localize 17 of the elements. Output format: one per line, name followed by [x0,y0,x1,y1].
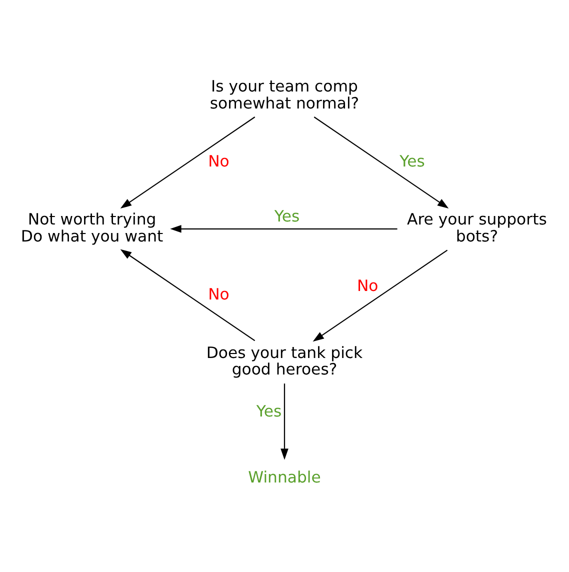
node-text: Are your supports bots? [407,209,547,245]
node-text: Does your tank pick good heroes? [206,342,363,378]
arrow [120,116,256,208]
node-text: Winnable [248,467,321,486]
edge-label: Yes [274,206,300,225]
edge-label: No [208,150,230,170]
node-text: Is your team comp somewhat normal? [210,76,360,112]
arrow [120,248,256,341]
edge-label: Yes [400,150,425,170]
arrow [280,383,288,460]
arrow [170,224,398,232]
edge-label: No [356,276,378,295]
edge-label: Yes [256,401,282,420]
arrow [312,249,448,342]
edge-label: No [208,284,230,304]
node-text: Not worth trying Do what you want [20,209,164,245]
arrow [314,116,449,208]
